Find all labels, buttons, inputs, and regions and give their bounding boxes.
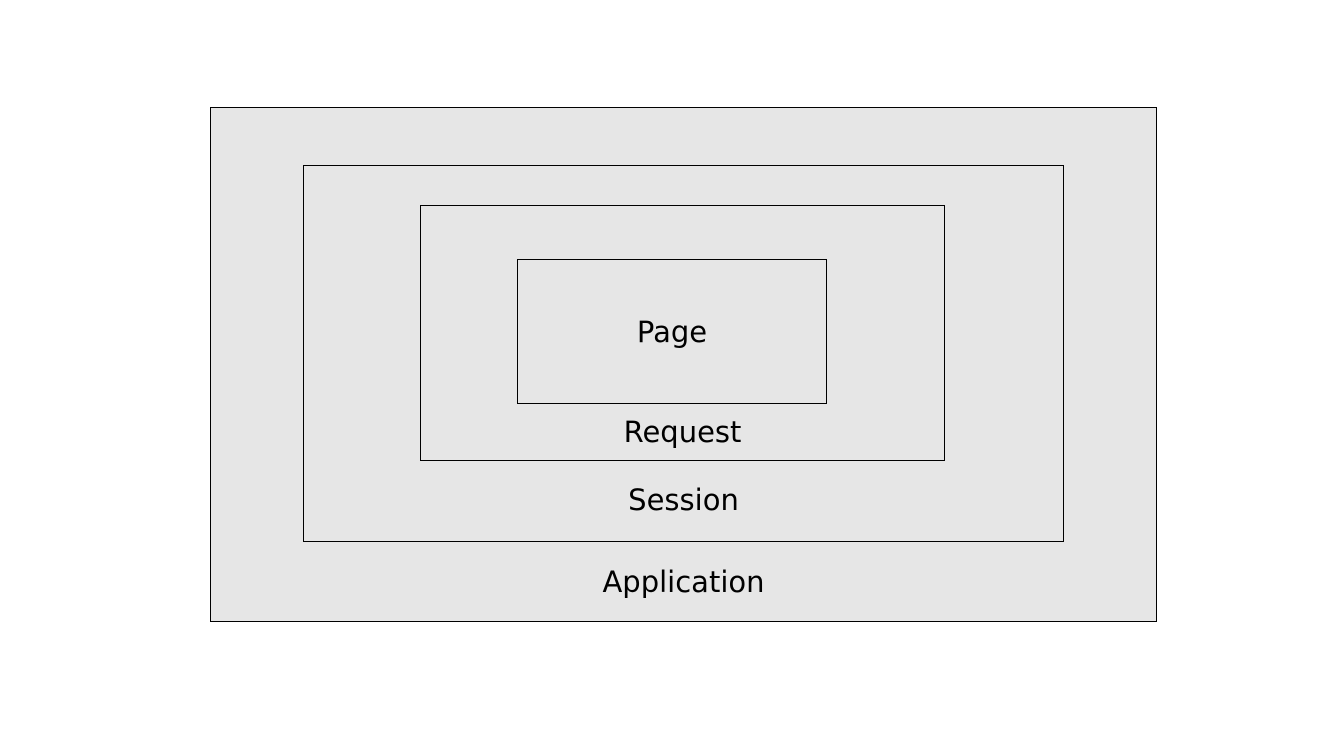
scope-label-session: Session [628, 483, 739, 517]
scope-label-request: Request [623, 415, 742, 449]
scope-box-page[interactable] [517, 259, 827, 404]
scope-label-application: Application [602, 565, 765, 599]
scope-label-page: Page [636, 315, 708, 349]
